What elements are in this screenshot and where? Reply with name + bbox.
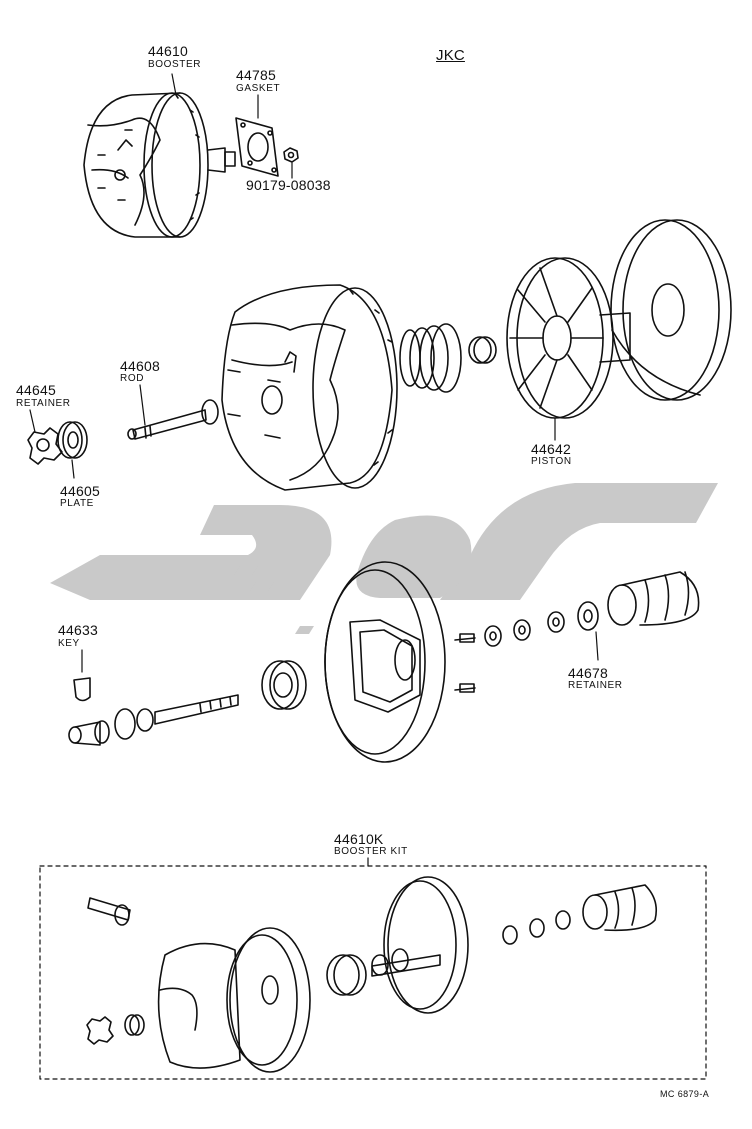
washers [484, 601, 599, 647]
rod-44608 [127, 399, 219, 440]
piston-44642 [506, 257, 631, 419]
plate-44605 [57, 421, 88, 459]
booster-small [83, 92, 236, 238]
boot [607, 571, 700, 626]
key-part-name: KEY [58, 638, 80, 649]
kit-part-name: BOOSTER KIT [334, 846, 408, 857]
gasket-44785 [235, 117, 279, 177]
booster-part-name: BOOSTER [148, 59, 202, 70]
retainer-part-name: RETAINER [16, 398, 71, 409]
nut-part-number: 90179-08038 [246, 177, 331, 193]
piston-part-name: PISTON [531, 456, 572, 467]
logo-watermark [50, 483, 718, 634]
kit-part-number: 44610K [334, 831, 384, 847]
booster-part-number: 44610 [148, 43, 188, 59]
rear-shell [324, 561, 476, 763]
diagram-code: JKC [436, 47, 465, 64]
retainer-part-number: 44645 [16, 382, 56, 398]
nut-90179 [283, 147, 299, 163]
valve-body [68, 694, 239, 746]
diaphragm-disc [610, 219, 732, 401]
retainer2-part-number: 44678 [568, 665, 608, 681]
key-44633 [73, 677, 91, 702]
drawing-code: MC 6879-A [660, 1089, 710, 1099]
retainer-44645 [27, 427, 63, 465]
kit-parts [86, 876, 658, 1073]
piston-part-number: 44642 [531, 441, 571, 457]
key-part-number: 44633 [58, 622, 98, 638]
plate-part-number: 44605 [60, 483, 100, 499]
kit-frame [39, 865, 707, 1080]
gasket-part-name: GASKET [236, 83, 281, 94]
rod-part-number: 44608 [120, 358, 160, 374]
spring [399, 323, 462, 393]
booster-front-shell [221, 284, 398, 491]
plate-part-name: PLATE [60, 498, 94, 509]
seal-cup [468, 336, 497, 364]
retainer2-part-name: RETAINER [568, 680, 623, 691]
rod-part-name: ROD [120, 373, 145, 384]
seal-ring [261, 660, 307, 710]
gasket-part-number: 44785 [236, 67, 276, 83]
